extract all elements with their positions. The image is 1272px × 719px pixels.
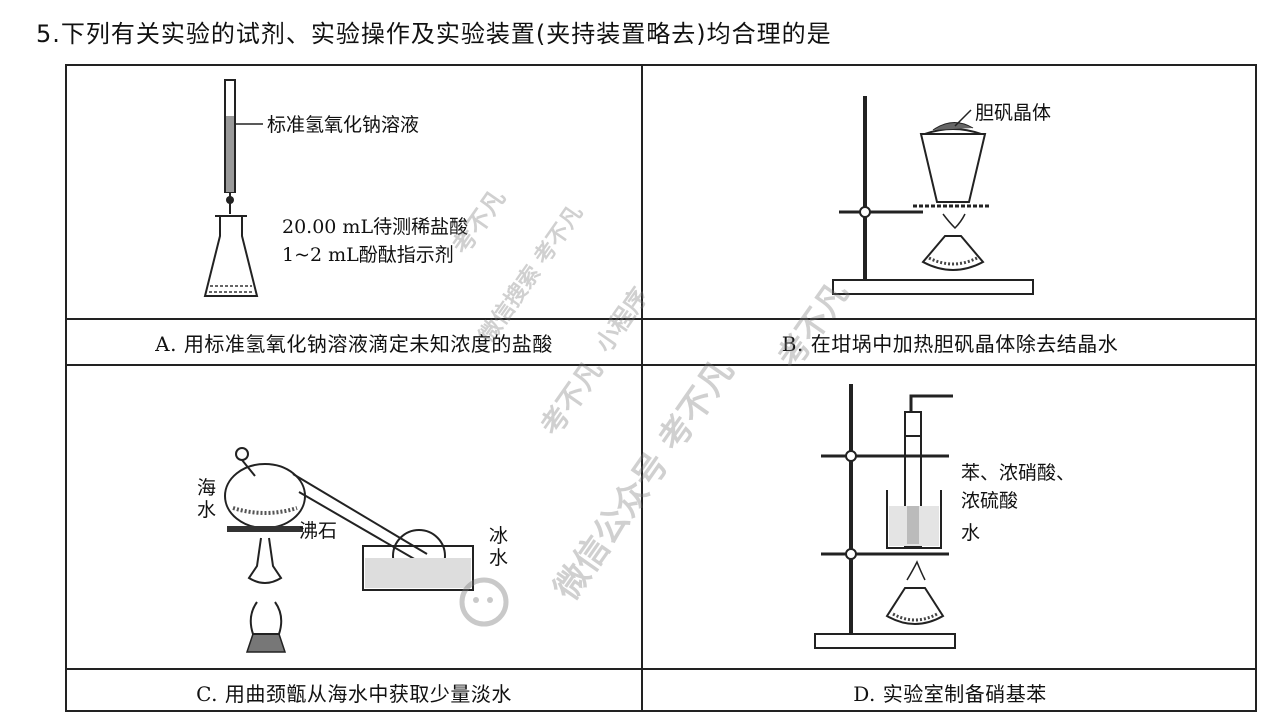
question-stem: 5.下列有关实验的试剂、实验操作及实验装置(夹持装置略去)均合理的是 <box>36 14 832 49</box>
label-indicator: 1~2 mL酚酞指示剂 <box>282 244 454 266</box>
label-reagents-line-1: 苯、浓硝酸、 <box>961 462 1076 484</box>
label-standard-naoh: 标准氢氧化钠溶液 <box>267 114 420 136</box>
table-divider-middle <box>67 364 1255 366</box>
table-divider-vertical <box>641 66 643 710</box>
option-a-figure: 标准氢氧化钠溶液 20.00 mL待测稀盐酸 1~2 mL酚酞指示剂 <box>67 66 641 318</box>
label-boiling-stone: 沸石 <box>299 520 338 542</box>
label-ice-water: 冰 水 <box>489 525 509 569</box>
label-water-bath: 水 <box>961 522 981 544</box>
table-divider-cd-caption <box>67 668 1255 670</box>
label-blue-vitriol: 胆矾晶体 <box>975 102 1052 124</box>
crucible-heating-diagram <box>832 96 1034 295</box>
wechat-logo-icon <box>459 577 509 627</box>
option-b-caption: B. 在坩埚中加热胆矾晶体除去结晶水 <box>781 332 1119 356</box>
label-acid-sample: 20.00 mL待测稀盐酸 <box>282 216 469 238</box>
table-divider-ab-caption <box>67 318 1255 320</box>
nitrobenzene-apparatus-diagram <box>814 384 956 649</box>
option-c-figure: 海 水 沸石 冰 水 <box>67 366 641 668</box>
question-number: 5. <box>36 20 61 48</box>
option-d-figure: 苯、浓硝酸、 浓硫酸 水 <box>643 366 1257 668</box>
option-c-caption: C. 用曲颈甑从海水中获取少量淡水 <box>196 682 512 706</box>
option-a-caption: A. 用标准氢氧化钠溶液滴定未知浓度的盐酸 <box>155 332 553 356</box>
label-seawater: 海 水 <box>197 477 217 521</box>
options-table: 标准氢氧化钠溶液 20.00 mL待测稀盐酸 1~2 mL酚酞指示剂 A. 用标… <box>65 64 1257 712</box>
option-d-caption: D. 实验室制备硝基苯 <box>853 682 1047 706</box>
label-reagents-line-2: 浓硫酸 <box>961 490 1019 512</box>
titration-apparatus-diagram <box>203 79 263 297</box>
option-b-figure: 胆矾晶体 <box>643 66 1257 318</box>
retort-distillation-diagram <box>224 447 474 653</box>
question-text: 下列有关实验的试剂、实验操作及实验装置(夹持装置略去)均合理的是 <box>60 20 832 48</box>
